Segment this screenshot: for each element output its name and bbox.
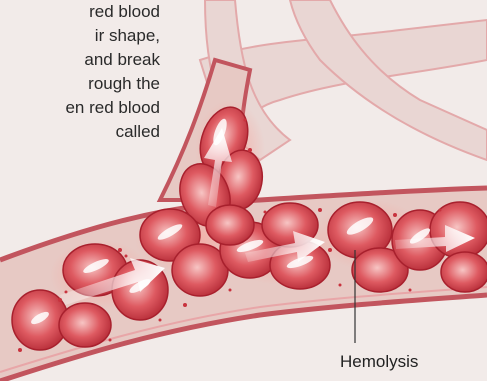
text-line: rough the [0, 72, 160, 96]
hemolysis-label: Hemolysis [340, 352, 418, 372]
text-line: en red blood [0, 96, 160, 120]
text-line: and break [0, 48, 160, 72]
text-line: red blood [0, 0, 160, 24]
text-line: called [0, 120, 160, 144]
text-line: ir shape, [0, 24, 160, 48]
description-text: red blood ir shape, and break rough the … [0, 0, 160, 144]
